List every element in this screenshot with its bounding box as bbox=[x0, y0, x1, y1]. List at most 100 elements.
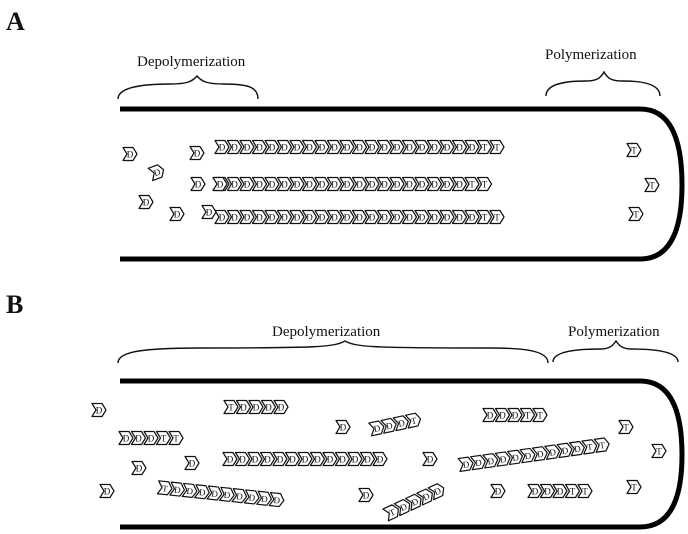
free-atp-actin-subunit: T bbox=[619, 421, 633, 434]
svg-text:D: D bbox=[419, 180, 426, 190]
svg-text:D: D bbox=[264, 455, 271, 465]
adp-actin-subunit: D bbox=[428, 141, 442, 154]
svg-text:D: D bbox=[499, 411, 506, 421]
adp-actin-subunit: D bbox=[465, 211, 479, 224]
svg-text:D: D bbox=[269, 180, 276, 190]
panel-b-label: B bbox=[6, 290, 23, 319]
svg-text:D: D bbox=[364, 455, 371, 465]
adp-actin-subunit: D bbox=[428, 178, 442, 191]
svg-text:D: D bbox=[269, 143, 276, 153]
adp-actin-subunit: D bbox=[361, 453, 375, 466]
adp-actin-subunit: D bbox=[348, 453, 362, 466]
panel-b-depolymerization-brace bbox=[118, 341, 548, 363]
atp-actin-subunit: T bbox=[224, 401, 238, 414]
svg-text:D: D bbox=[194, 149, 201, 159]
svg-text:D: D bbox=[444, 180, 451, 190]
adp-actin-subunit: D bbox=[215, 141, 229, 154]
free-atp-actin-subunit: T bbox=[627, 144, 641, 157]
adp-actin-subunit: D bbox=[273, 453, 287, 466]
svg-text:D: D bbox=[444, 213, 451, 223]
adp-actin-subunit: D bbox=[465, 141, 479, 154]
svg-text:D: D bbox=[344, 143, 351, 153]
adp-actin-subunit: D bbox=[340, 178, 354, 191]
svg-text:D: D bbox=[363, 491, 370, 501]
svg-text:D: D bbox=[381, 213, 388, 223]
svg-text:D: D bbox=[294, 213, 301, 223]
free-adp-actin-subunit: D bbox=[190, 147, 204, 160]
adp-actin-subunit: D bbox=[290, 141, 304, 154]
svg-text:D: D bbox=[252, 455, 259, 465]
actin-filament: DDDDDDDDDDDDD bbox=[223, 453, 387, 466]
svg-text:D: D bbox=[302, 455, 309, 465]
adp-actin-subunit: D bbox=[237, 401, 251, 414]
svg-text:D: D bbox=[406, 143, 413, 153]
adp-actin-subunit: D bbox=[132, 432, 146, 445]
adp-actin-subunit: D bbox=[496, 409, 510, 422]
panel-a-polymerization-label: Polymerization bbox=[545, 47, 637, 63]
adp-actin-subunit: D bbox=[290, 211, 304, 224]
adp-actin-subunit: D bbox=[311, 453, 325, 466]
free-adp-actin-subunit: D bbox=[92, 404, 106, 417]
svg-text:D: D bbox=[394, 213, 401, 223]
svg-text:D: D bbox=[278, 403, 285, 413]
adp-actin-subunit: D bbox=[228, 211, 242, 224]
svg-text:D: D bbox=[512, 411, 519, 421]
adp-actin-subunit: D bbox=[415, 178, 429, 191]
atp-actin-subunit: T bbox=[478, 211, 492, 224]
adp-actin-subunit: D bbox=[365, 211, 379, 224]
adp-actin-subunit: D bbox=[373, 453, 387, 466]
panel-a-polymerization-brace bbox=[546, 72, 660, 96]
atp-actin-subunit: T bbox=[478, 178, 492, 191]
adp-actin-subunit: D bbox=[303, 211, 317, 224]
adp-actin-subunit: D bbox=[440, 178, 454, 191]
svg-text:D: D bbox=[394, 180, 401, 190]
adp-actin-subunit: D bbox=[365, 178, 379, 191]
svg-text:D: D bbox=[269, 213, 276, 223]
svg-text:D: D bbox=[306, 180, 313, 190]
svg-text:D: D bbox=[289, 455, 296, 465]
free-adp-actin-subunit: D bbox=[100, 485, 114, 498]
adp-actin-subunit: D bbox=[315, 211, 329, 224]
svg-text:D: D bbox=[356, 180, 363, 190]
adp-actin-subunit: D bbox=[403, 211, 417, 224]
adp-actin-subunit: D bbox=[340, 211, 354, 224]
svg-text:D: D bbox=[331, 180, 338, 190]
svg-text:D: D bbox=[253, 403, 260, 413]
adp-actin-subunit: D bbox=[274, 401, 288, 414]
adp-actin-subunit: D bbox=[340, 141, 354, 154]
adp-actin-subunit: D bbox=[248, 453, 262, 466]
svg-text:D: D bbox=[444, 143, 451, 153]
svg-text:T: T bbox=[656, 447, 662, 457]
svg-text:D: D bbox=[306, 143, 313, 153]
svg-text:D: D bbox=[314, 455, 321, 465]
svg-text:D: D bbox=[369, 213, 376, 223]
svg-text:T: T bbox=[494, 143, 500, 153]
actin-filament: DDDTT bbox=[528, 485, 592, 498]
svg-text:D: D bbox=[419, 213, 426, 223]
free-atp-actin-subunit: T bbox=[652, 445, 666, 458]
free-adp-actin-subunit: D bbox=[185, 457, 199, 470]
svg-text:T: T bbox=[623, 423, 629, 433]
panel-a: A Depolymerization Polymerization DDDDDD… bbox=[6, 7, 682, 259]
adp-actin-subunit: D bbox=[328, 141, 342, 154]
svg-text:D: D bbox=[331, 213, 338, 223]
panel-b-polymerization-label: Polymerization bbox=[568, 324, 660, 340]
svg-text:D: D bbox=[265, 403, 272, 413]
svg-text:D: D bbox=[217, 180, 224, 190]
svg-text:D: D bbox=[244, 143, 251, 153]
svg-text:D: D bbox=[369, 180, 376, 190]
adp-actin-subunit: D bbox=[453, 211, 467, 224]
svg-text:D: D bbox=[427, 455, 434, 465]
free-adp-actin-subunit: D bbox=[123, 148, 137, 161]
svg-text:T: T bbox=[482, 213, 488, 223]
svg-text:D: D bbox=[281, 180, 288, 190]
adp-actin-subunit: D bbox=[303, 141, 317, 154]
svg-text:D: D bbox=[431, 143, 438, 153]
svg-text:D: D bbox=[369, 143, 376, 153]
adp-actin-subunit: D bbox=[261, 453, 275, 466]
free-adp-actin-subunit: D bbox=[336, 421, 350, 434]
adp-actin-subunit: D bbox=[508, 409, 522, 422]
svg-text:D: D bbox=[495, 487, 502, 497]
